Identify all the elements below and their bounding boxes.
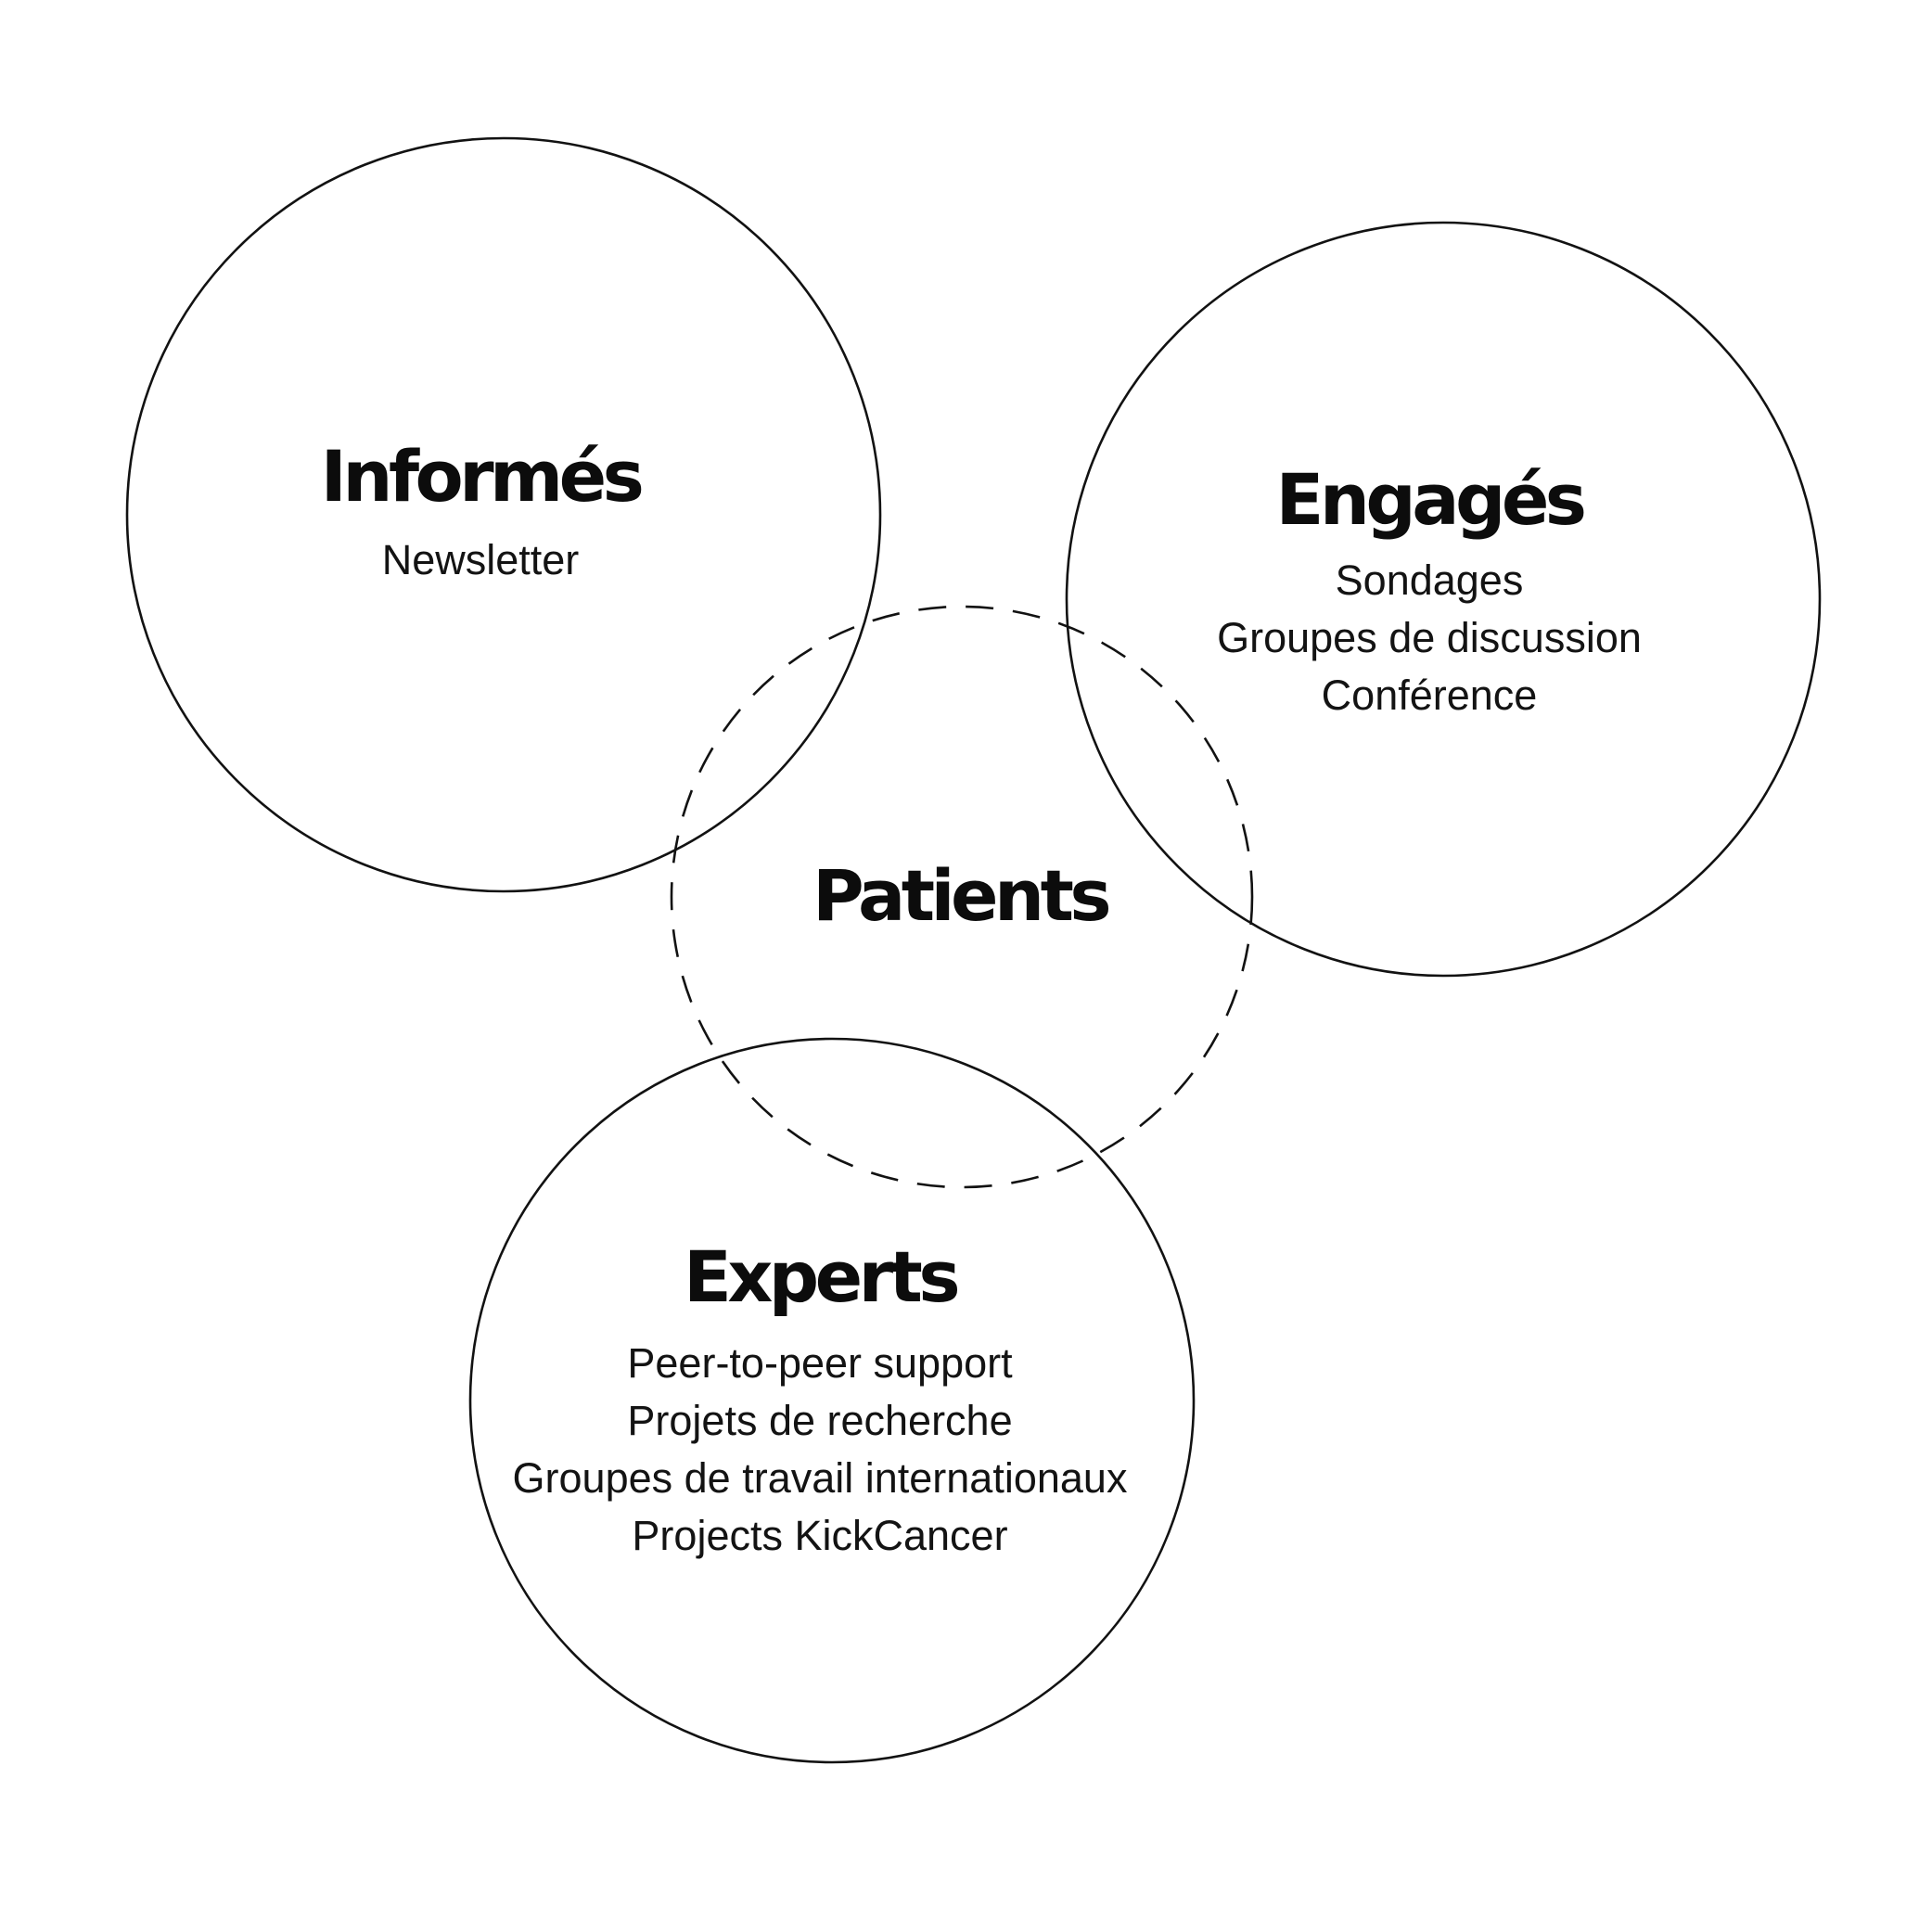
group-informes-items: Newsletter xyxy=(321,531,641,589)
engages-circle xyxy=(1065,221,1822,978)
group-engages: Engagés Sondages Groupes de discussion C… xyxy=(1217,465,1642,724)
group-item: Conférence xyxy=(1321,672,1538,719)
group-item: Sondages xyxy=(1335,557,1524,604)
group-item: Newsletter xyxy=(381,536,580,583)
group-item: Groupes de travail internationaux xyxy=(512,1454,1128,1502)
group-item: Projects KickCancer xyxy=(632,1512,1008,1559)
group-experts-title: Experts xyxy=(683,1235,961,1318)
group-patients: Patients xyxy=(812,854,1112,937)
informes-circle xyxy=(125,136,882,893)
group-patients-title: Patients xyxy=(812,854,1112,937)
group-experts: Experts Peer-to-peer support Projets de … xyxy=(513,1242,1128,1565)
group-experts-items: Peer-to-peer support Projets de recherch… xyxy=(513,1335,1128,1565)
group-informes-title: Informés xyxy=(320,435,645,518)
group-item: Projets de recherche xyxy=(627,1397,1013,1444)
experts-circle xyxy=(468,1037,1196,1764)
group-item: Peer-to-peer support xyxy=(627,1339,1013,1387)
patients-dashed-circle xyxy=(670,605,1254,1189)
group-engages-items: Sondages Groupes de discussion Conférenc… xyxy=(1217,552,1642,724)
group-engages-title: Engagés xyxy=(1275,458,1588,541)
group-item: Groupes de discussion xyxy=(1217,614,1642,661)
group-informes: Informés Newsletter xyxy=(320,435,645,589)
